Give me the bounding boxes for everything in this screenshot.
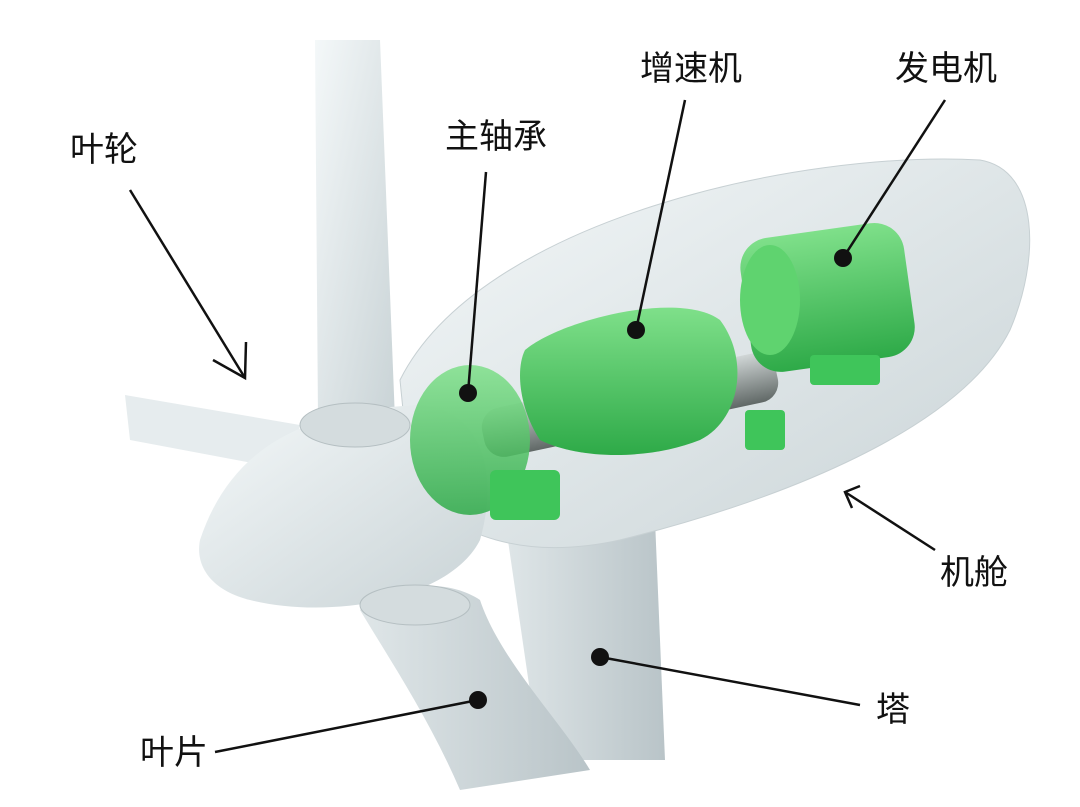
leader-lines bbox=[128, 99, 947, 754]
blade-root-ring bbox=[299, 402, 411, 448]
generator-face bbox=[740, 245, 800, 355]
lower-blade-ring bbox=[359, 584, 471, 626]
label-tower: 塔 bbox=[876, 690, 910, 730]
label-blade: 叶片 bbox=[140, 733, 208, 773]
generator-foot bbox=[810, 355, 880, 385]
lower-blade bbox=[360, 586, 590, 790]
label-nacelle: 机舱 bbox=[940, 553, 1008, 593]
label-generator: 发电机 bbox=[895, 49, 997, 89]
gearbox-support bbox=[745, 410, 785, 450]
main-bearing-base bbox=[490, 470, 560, 520]
label-rotor: 叶轮 bbox=[70, 130, 138, 170]
left-blade bbox=[125, 395, 300, 470]
label-main-bearing: 主轴承 bbox=[445, 117, 547, 157]
leader-dots bbox=[459, 249, 852, 709]
label-gearbox: 增速机 bbox=[640, 49, 742, 89]
gearbox bbox=[520, 307, 738, 455]
upper-blade bbox=[315, 40, 395, 420]
tower bbox=[505, 520, 665, 760]
